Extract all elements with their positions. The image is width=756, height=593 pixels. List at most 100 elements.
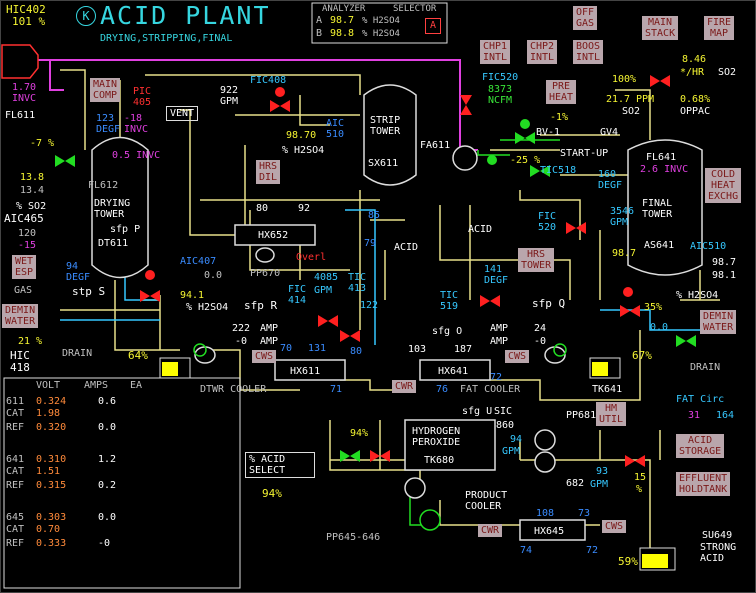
hrs-dil-button[interactable]: HRS DIL	[256, 160, 281, 184]
fat-circ-label: FAT Circ	[676, 394, 725, 405]
aic407-v2: 94.1	[180, 290, 205, 301]
gas-label: GAS	[14, 285, 33, 296]
tk680-label: TK680	[424, 455, 455, 466]
fic414-value: 4085	[314, 272, 339, 283]
analyzer-selector-button[interactable]: A	[425, 18, 441, 34]
strip-tower-name: STRIP TOWER	[370, 115, 401, 137]
boos-intl-button[interactable]: BOOS INTL	[573, 40, 604, 64]
pp682-label: 682	[566, 478, 585, 489]
hx652-b: 92	[298, 203, 311, 214]
cws-button-3[interactable]: CWS	[602, 520, 627, 533]
dtwr-cooler-label: DTWR COOLER	[200, 384, 267, 395]
wet-esp-button[interactable]: WET ESP	[12, 255, 37, 279]
hx641-a: 76	[436, 384, 449, 395]
pre-heat-button[interactable]: PRE HEAT	[546, 80, 577, 104]
hx652-label[interactable]: HX652	[258, 230, 289, 241]
hx645-label[interactable]: HX645	[534, 526, 565, 537]
hrs-tower-button[interactable]: HRS TOWER	[518, 248, 555, 272]
inlet-invc-value: 1.70	[12, 82, 37, 93]
table-row-volt: 0.333	[36, 538, 67, 549]
cws-button-2[interactable]: CWS	[505, 350, 530, 363]
fic414-tag[interactable]: FIC 414	[288, 284, 307, 306]
gv4-label[interactable]: GV4	[600, 127, 619, 138]
pic405-tag[interactable]: PIC 405	[133, 86, 152, 108]
fic520-tag[interactable]: FIC520	[482, 72, 519, 83]
peroxide-pct94: 94%	[350, 428, 369, 439]
drain-left-label: DRAIN	[62, 348, 93, 359]
sic-label[interactable]: SIC	[494, 406, 513, 417]
vent-button[interactable]: VENT	[166, 106, 199, 121]
analyzer-a-label: A	[316, 15, 323, 26]
aic465-tag[interactable]: AIC465	[4, 212, 44, 225]
table-row-amps: -0	[98, 538, 111, 549]
company-logo-icon: K	[76, 6, 96, 26]
product-pump-2	[419, 509, 441, 531]
gpm94-value: 94	[510, 434, 523, 445]
cwr-button-1[interactable]: CWR	[392, 380, 417, 393]
so2-label: % SO2	[16, 201, 47, 212]
aic407-tag[interactable]: AIC407	[180, 256, 217, 267]
pic405-unit: INVC	[124, 124, 149, 135]
product-pump-1	[404, 477, 426, 499]
fic408-value: 922	[220, 85, 239, 96]
bv1-pct: -1%	[550, 112, 569, 123]
acid-select-button[interactable]: % ACID SELECT	[245, 452, 315, 478]
demin-water-right-button[interactable]: DEMIN WATER	[700, 310, 737, 334]
table-row-amps: 0.0	[98, 422, 117, 433]
fat-circ-a: 31	[688, 410, 701, 421]
strip-val85: 85	[368, 210, 381, 221]
fa611-label: FA611	[420, 140, 451, 151]
fic520b-value: 3546	[610, 206, 635, 217]
aic510-strip-tag[interactable]: AIC 510	[326, 118, 345, 140]
final-val00: 0.0	[650, 322, 669, 333]
hm-util-button[interactable]: HM UTIL	[596, 402, 627, 426]
cold-heat-exchg-button[interactable]: COLD HEAT EXCHG	[705, 168, 742, 203]
fat-amp3: 24	[534, 323, 547, 334]
hx652-a: 80	[256, 203, 269, 214]
hx611-label[interactable]: HX611	[290, 366, 321, 377]
tic413-tag[interactable]: TIC 413	[348, 272, 367, 294]
fic408-tag[interactable]: FIC408	[250, 75, 287, 86]
main-stack-button[interactable]: MAIN STACK	[642, 16, 679, 40]
table-row-label: 611	[6, 396, 25, 407]
sfp-r-label: sfp R	[244, 299, 278, 312]
pp681-label: PP681	[566, 410, 597, 421]
tic519-unit: DEGF	[484, 275, 509, 286]
valve-pct[interactable]: -7 %	[30, 138, 55, 149]
fic520b-unit: GPM	[610, 217, 629, 228]
hic402-value[interactable]: 101 %	[12, 15, 46, 28]
final-tower-vessel	[627, 139, 703, 276]
fic520b-tag[interactable]: FIC 520	[538, 211, 557, 233]
drying-tank-level: 64%	[128, 349, 148, 362]
chp2-intl-button[interactable]: CHP2 INTL	[527, 40, 558, 64]
chp1-intl-button[interactable]: CHP1 INTL	[480, 40, 511, 64]
hx641-label[interactable]: HX641	[438, 366, 469, 377]
table-row-label: REF	[6, 422, 25, 433]
aic510-tag[interactable]: AIC510	[690, 241, 727, 252]
acid-select-value: 94%	[262, 487, 282, 500]
stack-rate: 8.46	[682, 54, 707, 65]
tic518-tag[interactable]: TIC518	[540, 165, 577, 176]
fire-map-button[interactable]: FIRE MAP	[704, 16, 735, 40]
demin-pct: 21 %	[18, 336, 43, 347]
main-comp-button[interactable]: MAIN COMP	[90, 78, 121, 102]
demin-water-left-button[interactable]: DEMIN WATER	[2, 304, 39, 328]
cws-button-1[interactable]: CWS	[252, 350, 277, 363]
drying-bottom-unit: DEGF	[66, 272, 91, 283]
dtwr-amp2-unit: AMP	[260, 336, 279, 347]
off-gas-button[interactable]: OFF GAS	[573, 6, 598, 30]
acid-storage-button[interactable]: ACID STORAGE	[676, 434, 725, 458]
table-row-amps: 1.2	[98, 454, 117, 465]
effluent-holdtank-button[interactable]: EFFLUENT HOLDTANK	[676, 472, 731, 496]
inlet-invc-unit: INVC	[12, 93, 37, 104]
cwr-button-2[interactable]: CWR	[478, 524, 503, 537]
tic519-tag[interactable]: TIC 519	[440, 290, 459, 312]
bv1-label[interactable]: BV-1	[536, 127, 561, 138]
fat-amp-unit2: AMP	[490, 336, 509, 347]
hic-tag[interactable]: HIC	[10, 349, 30, 362]
hx645-c: 74	[520, 545, 533, 556]
